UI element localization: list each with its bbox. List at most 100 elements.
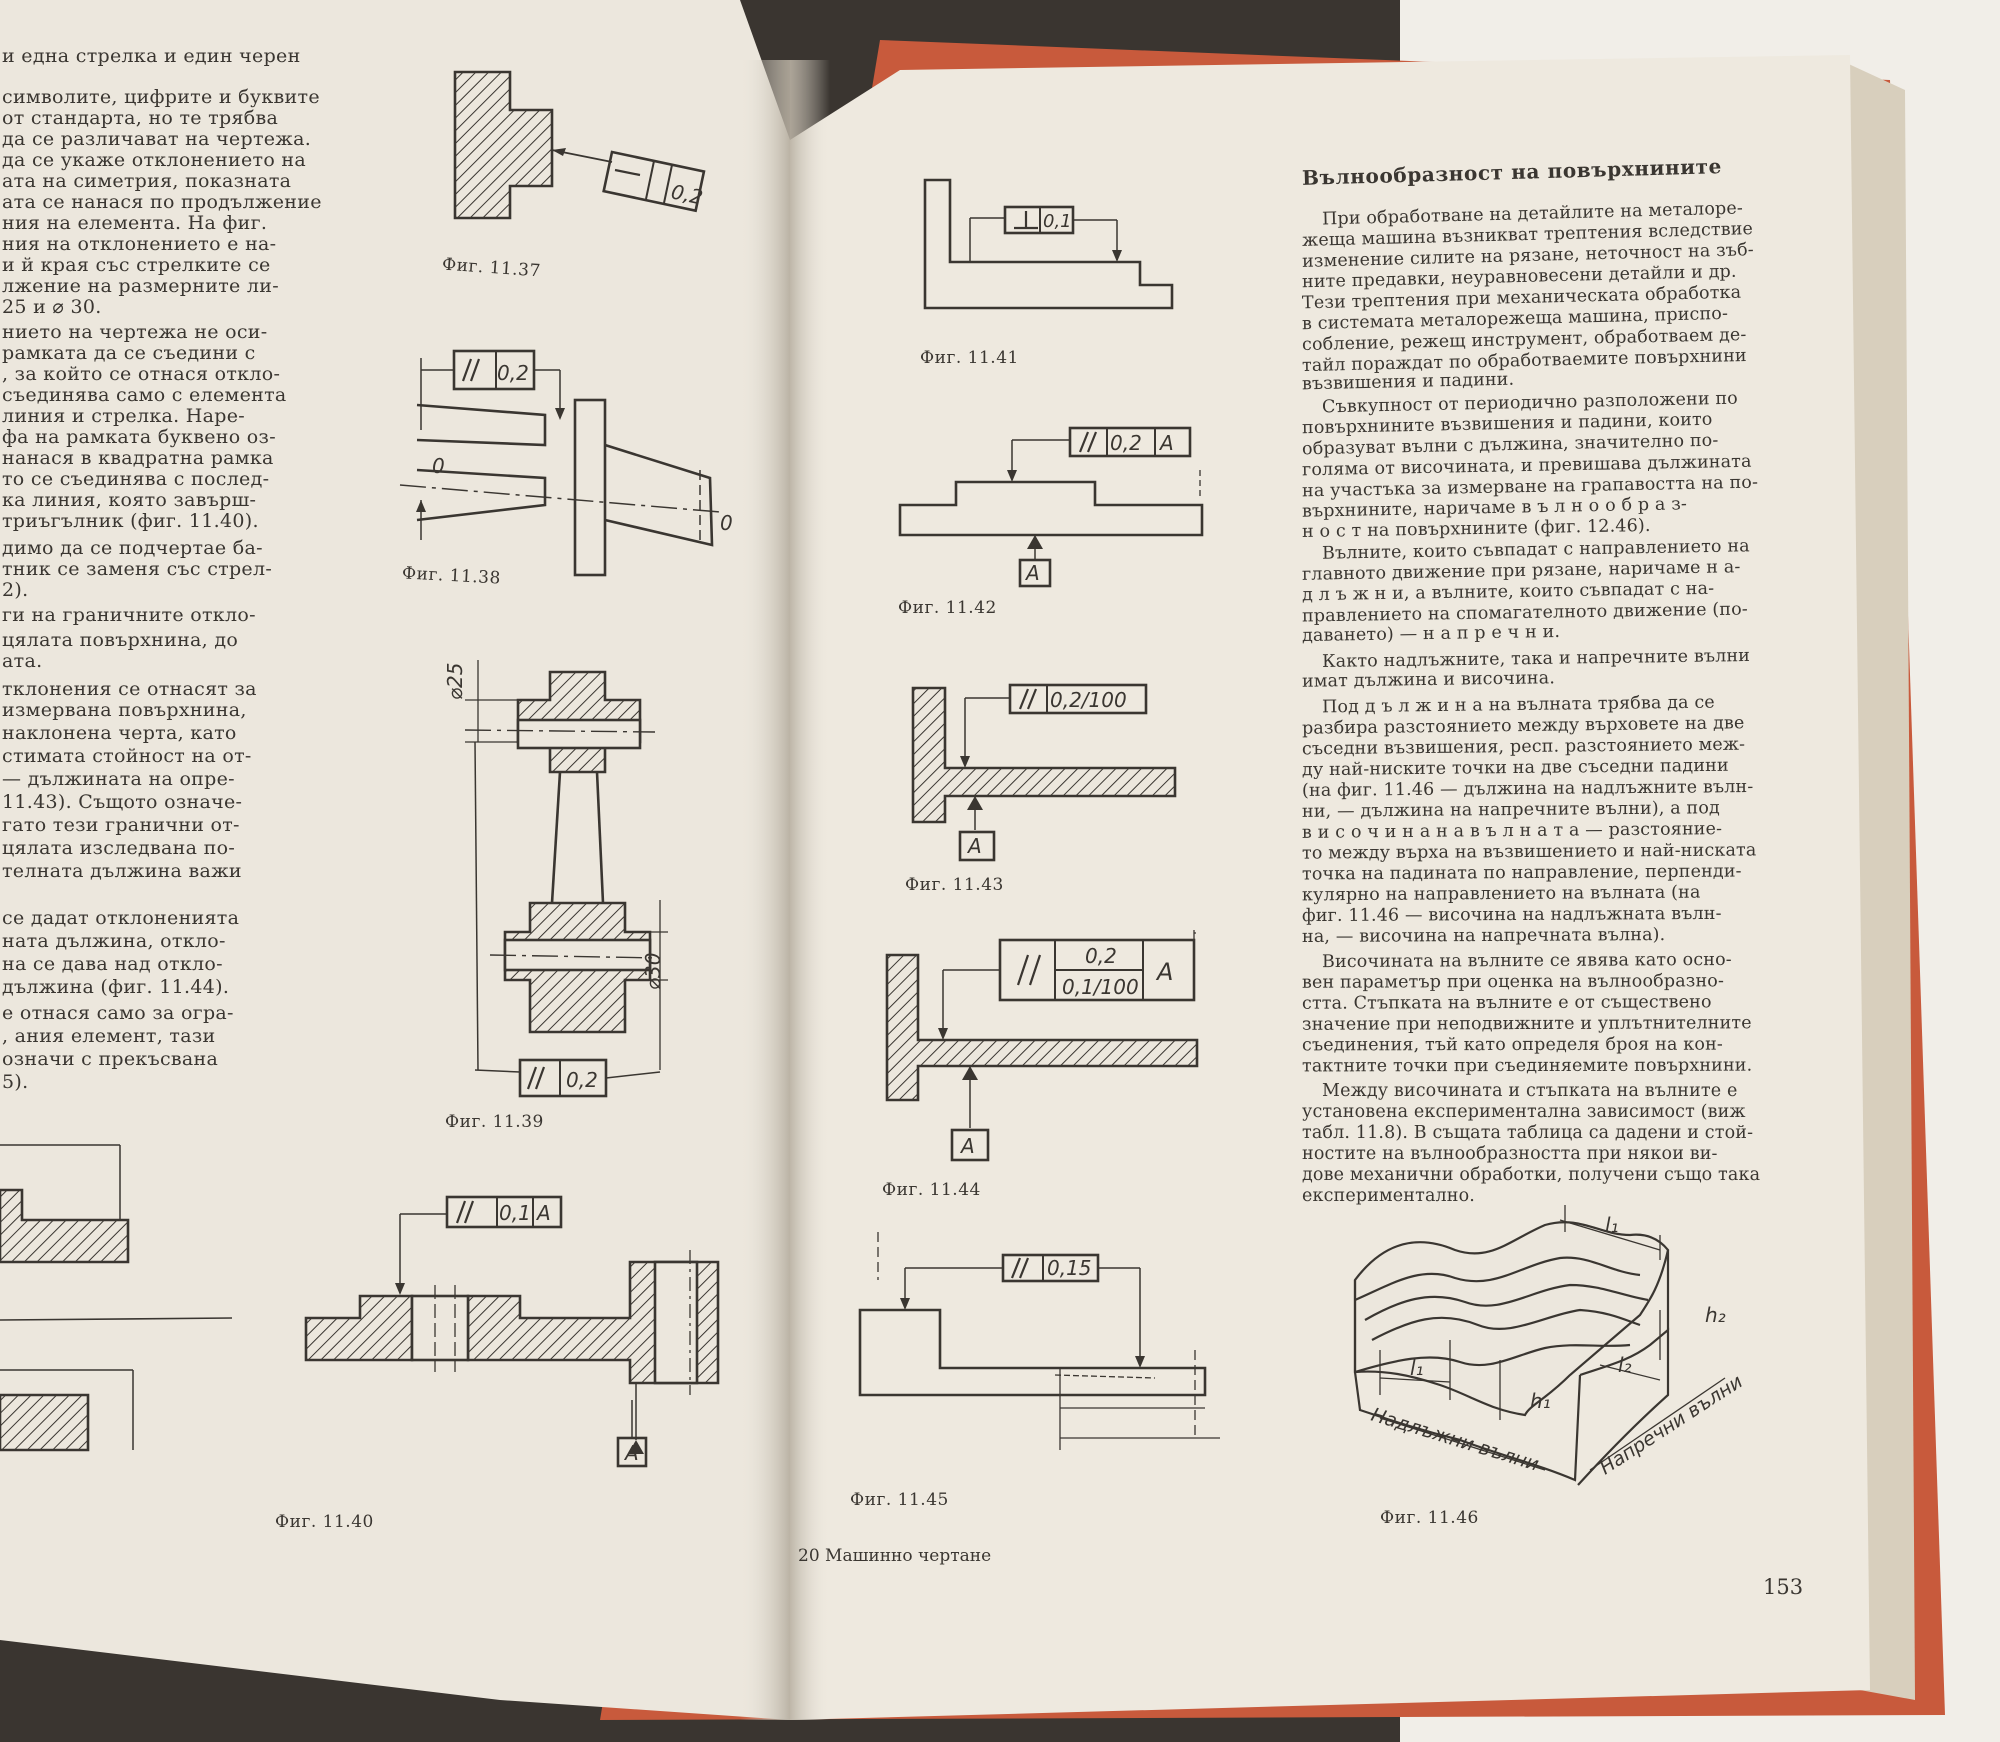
right-text-line: даването) — н а п р е ч н и. bbox=[1301, 621, 1561, 647]
left-text-line: цялата изследвана по- bbox=[2, 837, 236, 859]
fig44-datum: A bbox=[959, 1134, 975, 1158]
left-text-line: рамката да се съедини с bbox=[2, 342, 256, 364]
fig46-h1: h₁ bbox=[1530, 1389, 1551, 1413]
left-text-line: линия и стрелка. Наре- bbox=[2, 405, 246, 427]
left-text-line: ния на отклонението е на- bbox=[2, 233, 277, 255]
left-text-line: тник се заменя със стрел- bbox=[2, 558, 273, 580]
left-text-line: означи с прекъсвана bbox=[2, 1048, 219, 1070]
fig40-tolerance: 0,1 bbox=[499, 1201, 531, 1225]
left-text-line: съединява само с елемента bbox=[2, 384, 287, 406]
left-text-line: тклонения се отнасят за bbox=[2, 678, 257, 700]
left-text-line: триъгълник (фиг. 11.40). bbox=[2, 510, 259, 532]
figure-11-41 bbox=[923, 178, 1174, 310]
page-footer: 20 Машинно чертане bbox=[798, 1546, 992, 1566]
left-text-line: ния на елемента. На фиг. bbox=[2, 212, 268, 234]
left-text-line: 2). bbox=[2, 579, 29, 601]
right-text-line: стта. Стъпката на вълните е от съществен… bbox=[1301, 992, 1712, 1014]
fig39-dia-bottom: ⌀30 bbox=[641, 953, 665, 991]
right-text-line: съединения, тъй като определя броя на ко… bbox=[1301, 1034, 1723, 1056]
fig40-parallel-icon bbox=[455, 1200, 475, 1224]
figure-11-43 bbox=[911, 683, 1177, 862]
right-text-line: табл. 11.8). В същата таблица са дадени … bbox=[1302, 1123, 1754, 1143]
fig39-tolerance: 0,2 bbox=[566, 1068, 598, 1092]
left-text-line: да се различават на чертежа. bbox=[2, 128, 312, 150]
left-page bbox=[0, 0, 790, 1720]
left-text-line: ата. bbox=[2, 650, 43, 672]
figure-11-37 bbox=[453, 70, 706, 220]
left-text-line: ната дължина, откло- bbox=[2, 930, 226, 952]
page-number: 153 bbox=[1763, 1575, 1804, 1599]
right-text-line: значение при неподвижните и уплътнителни… bbox=[1301, 1013, 1752, 1035]
left-text-line: да се укаже отклонението на bbox=[2, 149, 307, 171]
fig39-parallel-icon bbox=[526, 1066, 546, 1090]
right-text-line: на, — височина на напречната вълна). bbox=[1301, 925, 1666, 947]
right-text-line: ностите на вълнообразността при някои ви… bbox=[1302, 1144, 1718, 1164]
caption-fig-11-45: Фиг. 11.45 bbox=[850, 1490, 949, 1510]
right-text-line: експериментално. bbox=[1302, 1186, 1476, 1206]
fig39-dia-top: ⌀25 bbox=[443, 663, 467, 701]
left-text-line: и й края със стрелките се bbox=[2, 254, 271, 276]
left-text-line: символите, цифрите и буквите bbox=[2, 86, 320, 108]
left-text-line: измервана повърхнина, bbox=[2, 699, 247, 721]
left-text-line: нието на чертежа не оси- bbox=[2, 321, 268, 343]
figure-11-38 bbox=[399, 349, 721, 577]
left-text-line: ата на симетрия, показната bbox=[2, 170, 292, 192]
fig44-parallel-icon bbox=[1016, 954, 1042, 986]
fig42-datum: A bbox=[1024, 561, 1040, 585]
fig44-tolerance-b: 0,1/100 bbox=[1062, 975, 1139, 999]
fig43-tolerance: 0,2/100 bbox=[1050, 688, 1127, 712]
left-text-line: ата се нанася по продължение bbox=[2, 191, 322, 213]
fig40-datum: A bbox=[623, 1441, 639, 1465]
right-text-line: имат дължина и височина. bbox=[1301, 668, 1556, 692]
left-text-line: гато тези гранични от- bbox=[2, 814, 240, 836]
fig46-l2: l₂ bbox=[1618, 1353, 1632, 1377]
figure-11-44 bbox=[885, 930, 1199, 1162]
figure-11-45 bbox=[858, 1232, 1220, 1450]
caption-fig-11-42: Фиг. 11.42 bbox=[898, 598, 997, 618]
fig44-ref: A bbox=[1155, 958, 1173, 986]
fig38-axis-right: 0 bbox=[720, 511, 733, 535]
fig42-tolerance: 0,2 bbox=[1110, 431, 1142, 455]
left-text-line: 25 и ⌀ 30. bbox=[2, 296, 102, 318]
left-text-line: фа на рамката буквено оз- bbox=[2, 426, 276, 448]
left-text-line: дължина (фиг. 11.44). bbox=[2, 976, 230, 998]
left-text-line: димо да се подчертае ба- bbox=[2, 537, 263, 559]
left-text-line: , ания елемент, тази bbox=[2, 1025, 216, 1047]
caption-fig-11-39: Фиг. 11.39 bbox=[445, 1112, 544, 1132]
right-text-line: вен параметър при оценка на вълнообразно… bbox=[1301, 971, 1725, 993]
left-text-line: от стандарта, но те трябва bbox=[2, 107, 279, 129]
fig38-parallel-icon bbox=[461, 358, 481, 382]
right-text-line: фиг. 11.46 — височина на надлъжната вълн… bbox=[1301, 903, 1722, 927]
left-text-line: лжение на размерните ли- bbox=[2, 275, 279, 297]
left-text-line: стимата стойност на от- bbox=[2, 745, 252, 767]
gutter-shadow-left bbox=[740, 60, 790, 1720]
fig41-tolerance: 0,1 bbox=[1043, 211, 1072, 232]
left-text-line: ка линия, която завърш- bbox=[2, 489, 257, 511]
left-text-line: наклонена черта, като bbox=[2, 722, 237, 744]
right-text-line: Височината на вълните се явява като осно… bbox=[1321, 949, 1732, 973]
left-text-line: 5). bbox=[2, 1071, 29, 1093]
fig46-h2: h₂ bbox=[1705, 1303, 1726, 1327]
caption-fig-11-46: Фиг. 11.46 bbox=[1380, 1508, 1479, 1528]
fig42-ref: A bbox=[1158, 431, 1174, 455]
left-text-line: е отнася само за огра- bbox=[2, 1002, 234, 1024]
fig43-parallel-icon bbox=[1018, 688, 1038, 710]
fig45-parallel-icon bbox=[1010, 1257, 1030, 1279]
figure-11-40 bbox=[0, 1144, 720, 1468]
left-text-line: телната дължина важи bbox=[2, 860, 242, 882]
left-text-line: , за който се отнася откло- bbox=[2, 363, 281, 385]
left-text-line: 11.43). Същото означе- bbox=[2, 791, 243, 813]
fig43-datum: A bbox=[966, 834, 982, 858]
right-text-line: установена експериментална зависимост (в… bbox=[1302, 1102, 1746, 1122]
figure-11-39 bbox=[464, 660, 668, 1098]
left-text-line: — дължината на опре- bbox=[2, 768, 235, 790]
figure-11-46 bbox=[1353, 1205, 1726, 1486]
fig38-axis-left: 0 bbox=[432, 454, 445, 478]
fig41-perpendicular-icon bbox=[1014, 211, 1038, 230]
figure-11-42 bbox=[898, 426, 1204, 588]
caption-fig-11-43: Фиг. 11.43 bbox=[905, 875, 1004, 895]
fig42-parallel-icon bbox=[1078, 431, 1098, 453]
right-text-line: Между височината и стъпката на вълните е bbox=[1322, 1081, 1738, 1101]
left-text-line: ги на граничните откло- bbox=[2, 604, 256, 626]
